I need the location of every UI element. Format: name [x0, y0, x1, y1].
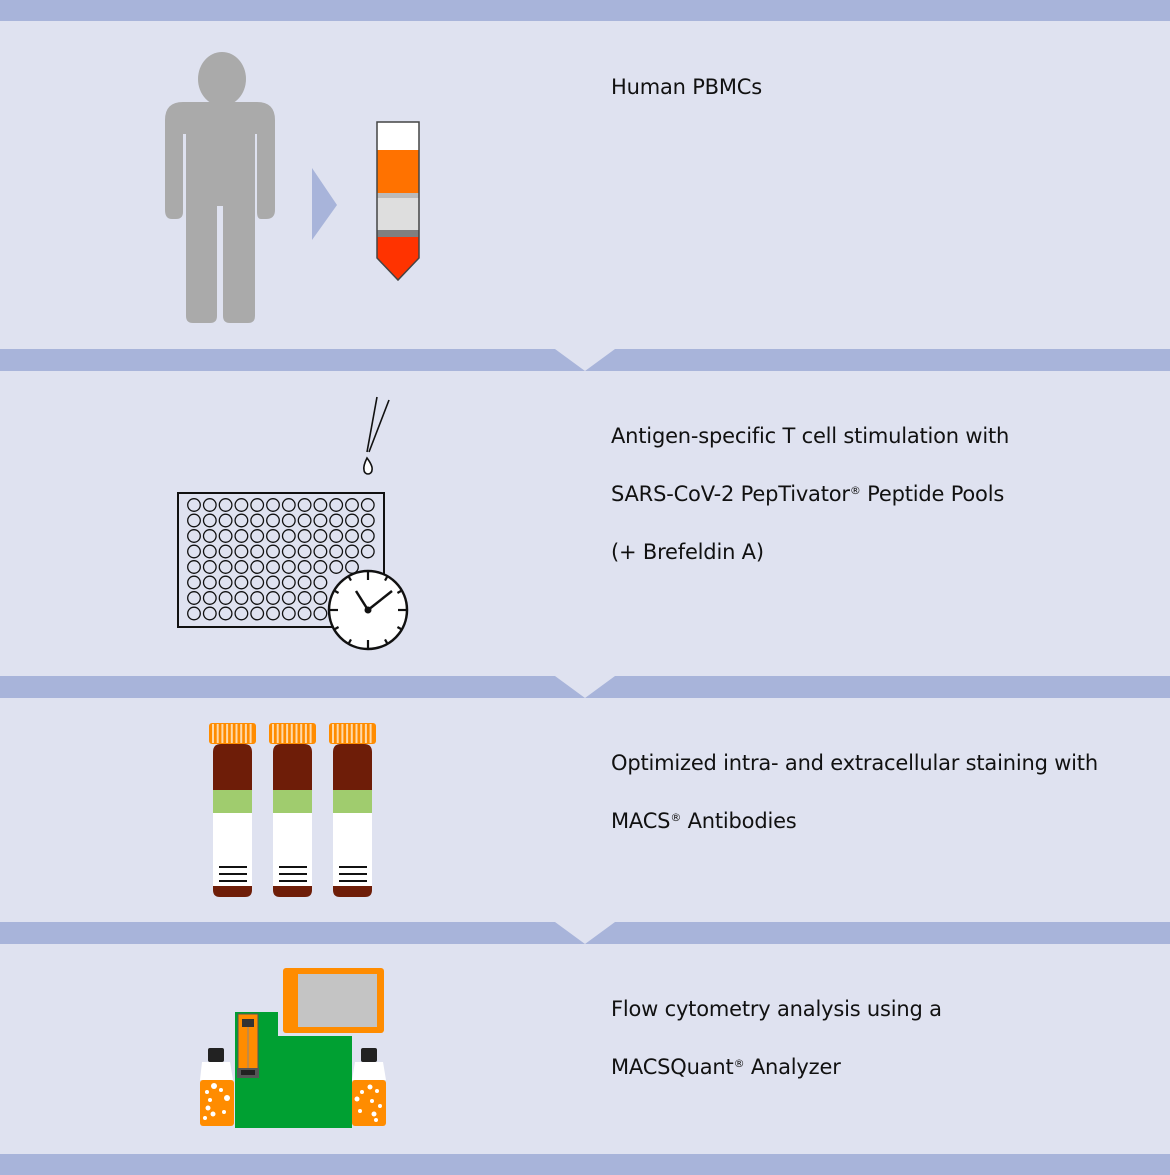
chevron-down-icon — [0, 349, 1170, 371]
step-separator-3 — [0, 922, 1170, 944]
chevron-down-icon — [0, 922, 1170, 944]
registered-mark: ® — [849, 484, 861, 497]
step-4-text: Flow cytometry analysis using a MACSQuan… — [611, 966, 942, 1111]
analyzer-screen-icon — [283, 968, 384, 1033]
step-3-text: Optimized intra- and extracellular stain… — [611, 720, 1098, 865]
registered-mark: ® — [670, 811, 682, 824]
step-4-line-2: MACSQuant® Analyzer — [611, 1055, 841, 1079]
step-2-line-2: SARS-CoV-2 PepTivator® Peptide Pools — [611, 482, 1005, 506]
step-4-line-1: Flow cytometry analysis using a — [611, 997, 942, 1021]
registered-mark: ® — [733, 1057, 745, 1070]
step-2-text: Antigen-specific T cell stimulation with… — [611, 393, 1009, 596]
antibody-vial-icon — [329, 723, 376, 897]
sample-tube-icon — [237, 1013, 259, 1078]
chevron-down-icon — [0, 676, 1170, 698]
step-3-illustration — [209, 723, 376, 897]
clock-icon — [327, 569, 409, 651]
step-1-label: Human PBMCs — [611, 75, 763, 99]
step-3-line-1: Optimized intra- and extracellular stain… — [611, 751, 1098, 775]
reagent-bottle-left-icon — [200, 1048, 234, 1126]
step-2-line-3: (+ Brefeldin A) — [611, 540, 764, 564]
step-1-illustration — [165, 52, 420, 323]
centrifuge-tube-icon — [376, 121, 420, 282]
step-separator-1 — [0, 349, 1170, 371]
top-band — [0, 0, 1170, 21]
step-3-line-2: MACS® Antibodies — [611, 809, 797, 833]
antibody-vial-icon — [269, 723, 316, 897]
person-icon — [165, 52, 275, 323]
step-2-illustration — [177, 396, 409, 651]
analyzer-body-icon — [235, 1012, 352, 1128]
bottom-band — [0, 1154, 1170, 1175]
step-1-text: Human PBMCs — [611, 44, 762, 102]
step-2-line-1: Antigen-specific T cell stimulation with — [611, 424, 1010, 448]
step-separator-2 — [0, 676, 1170, 698]
step-4-illustration — [200, 968, 386, 1128]
antibody-vial-icon — [209, 723, 256, 897]
arrow-right-icon — [312, 168, 337, 240]
pipette-icon — [363, 396, 390, 475]
reagent-bottle-right-icon — [352, 1048, 386, 1126]
